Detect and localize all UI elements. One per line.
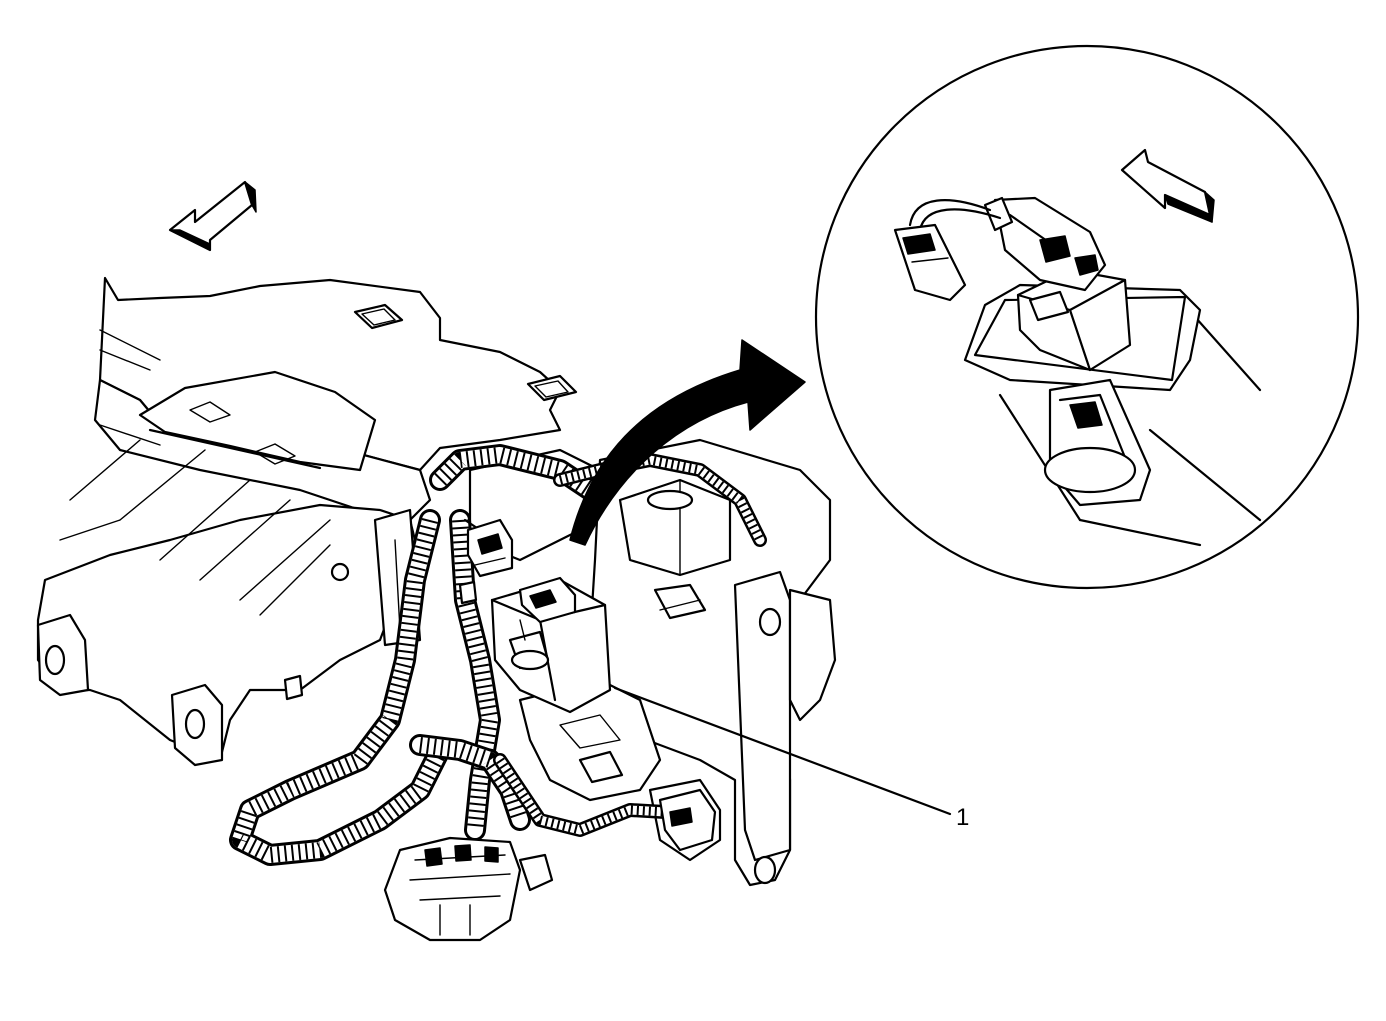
control-module (490, 576, 612, 714)
callout-1-label: 1 (956, 804, 969, 831)
callout-1: 1 (613, 686, 969, 831)
harness-connector-main (383, 836, 554, 942)
callout-1-leader-line (613, 686, 952, 816)
detail-view-arrow-icon (569, 339, 806, 546)
harness-connector-upper (458, 518, 514, 605)
instrument-panel-frame (36, 276, 837, 887)
harness-connector-right (658, 788, 717, 852)
direction-arrow-icon (168, 180, 257, 252)
detail-view (814, 44, 1360, 590)
